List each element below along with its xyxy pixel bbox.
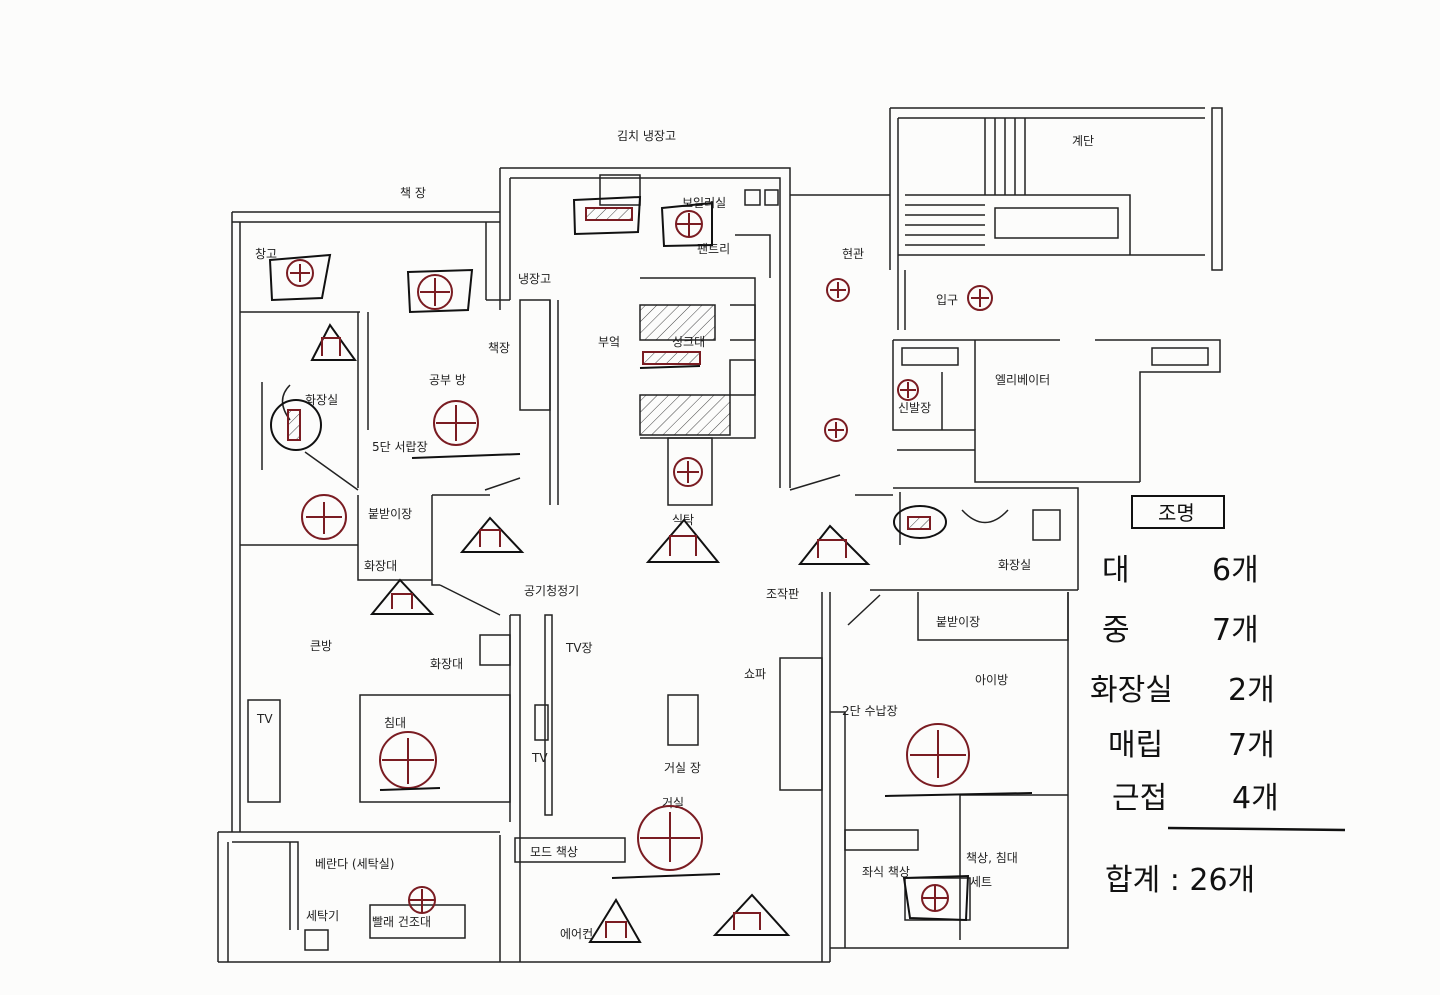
legend-row-count: 7개 — [1228, 728, 1275, 763]
label-cutting-board: 조작판 — [766, 587, 799, 601]
legend-row-label: 대 — [1102, 553, 1130, 588]
label-bookshelf-mid: 책장 — [488, 340, 510, 355]
label-sink: 싱크대 — [672, 335, 705, 349]
label-floor-desk: 좌식 책상 — [862, 864, 910, 879]
near-light-icon — [286, 259, 314, 287]
bathroom-light-icon — [642, 351, 701, 365]
large-light-icon — [433, 400, 479, 446]
legend-row-label: 근접 — [1112, 781, 1167, 816]
label-bed: 침대 — [384, 716, 406, 730]
legend-row-count: 4개 — [1232, 781, 1279, 816]
recessed-light-icon — [824, 418, 848, 442]
label-shoe-cabinet: 신발장 — [898, 401, 931, 415]
label-pantry: 팬트리 — [697, 242, 730, 256]
legend-row-count: 6개 — [1212, 553, 1259, 588]
medium-light-icon — [645, 518, 721, 563]
label-entrance: 입구 — [936, 293, 958, 307]
near-light-icon — [921, 884, 949, 912]
bathroom-light-icon — [572, 195, 642, 236]
label-bathroom-left: 화장실 — [305, 393, 338, 407]
label-vanity: 화장대 — [430, 657, 463, 671]
label-shelf-2: 2단 수납장 — [842, 704, 898, 718]
large-light-icon — [637, 805, 703, 871]
large-light-icon — [906, 723, 970, 787]
label-drying: 빨래 건조대 — [372, 915, 431, 929]
bathroom-light-icon — [270, 399, 322, 451]
walls — [217, 107, 1223, 963]
underline-strokes — [379, 365, 1033, 879]
label-bookshelf-top: 책 장 — [400, 185, 426, 200]
label-aircon: 에어컨 — [560, 927, 593, 941]
label-washer: 세탁기 — [306, 909, 339, 923]
label-entry-hall: 현관 — [842, 247, 864, 261]
legend-row-label: 매립 — [1108, 728, 1163, 763]
label-fridge: 냉장고 — [518, 272, 551, 286]
label-air-purifier: 공기청정기 — [524, 584, 579, 598]
bathroom-light-icon — [893, 505, 947, 539]
near-light-icon — [406, 268, 474, 314]
near-light-icon — [408, 886, 436, 914]
medium-light-icon — [310, 323, 357, 361]
room-labels: 김치 냉장고 보일러실 계단 책 장 창고 냉장고 현관 입구 책장 부엌 싱크… — [255, 129, 1094, 941]
legend-total: 합계 : 26개 — [1105, 863, 1255, 898]
recessed-light-icon — [673, 457, 703, 487]
label-set: 세트 — [970, 875, 992, 889]
large-light-icon — [301, 494, 347, 540]
legend-row-count: 2개 — [1228, 673, 1275, 708]
recessed-light-icon — [897, 379, 919, 401]
medium-light-icon — [459, 516, 525, 553]
near-light-icon — [902, 874, 970, 922]
legend: 조명 대 6개 중 7개 화장실 2개 매립 7개 근접 4개 합계 : 26개 — [1090, 495, 1346, 898]
label-tv-stand: TV장 — [565, 641, 593, 655]
near-light-icon — [268, 253, 332, 302]
label-vanity-top: 화장대 — [364, 559, 397, 573]
label-sofa: 쇼파 — [744, 667, 766, 681]
near-light-icon — [675, 210, 703, 238]
label-mode-desk: 모드 책상 — [530, 844, 578, 859]
medium-light-icon — [712, 893, 791, 936]
label-tv-mid: TV — [531, 751, 548, 765]
label-bathroom-right: 화장실 — [998, 558, 1031, 572]
recessed-light-icon — [826, 278, 850, 302]
label-living-cabinet: 거실 장 — [664, 761, 701, 775]
label-window-top: 창고 — [255, 247, 277, 261]
large-light-icon — [379, 731, 437, 789]
legend-row-count: 7개 — [1212, 613, 1259, 648]
label-study: 공부 방 — [429, 373, 466, 387]
label-shelf-5: 5단 서랍장 — [372, 440, 428, 454]
label-stairs: 계단 — [1072, 134, 1094, 148]
label-veranda: 베란다 (세탁실) — [315, 857, 394, 871]
label-closet-right: 붙받이장 — [936, 615, 980, 629]
recessed-light-icon — [967, 285, 993, 311]
legend-title: 조명 — [1158, 501, 1195, 525]
label-closet-left: 붙받이장 — [368, 507, 412, 521]
label-kimchi-fridge: 김치 냉장고 — [617, 129, 676, 143]
medium-light-icon — [369, 578, 435, 615]
medium-light-icon — [588, 898, 642, 943]
label-kids-room: 아이방 — [975, 673, 1008, 687]
legend-row-label: 화장실 — [1090, 673, 1173, 708]
legend-divider — [1167, 826, 1346, 832]
label-elevator: 엘리베이터 — [995, 373, 1050, 387]
medium-light-icon — [797, 524, 871, 565]
legend-row-label: 중 — [1102, 613, 1130, 648]
label-tv-left: TV — [256, 712, 273, 726]
label-desk-bed-set: 책상, 침대 — [966, 850, 1018, 865]
large-light-icon — [417, 274, 453, 310]
light-markers — [268, 195, 1033, 943]
near-light-icon — [660, 201, 713, 248]
legend-title-box — [1131, 495, 1225, 529]
label-kitchen: 부엌 — [598, 335, 620, 349]
label-master-room: 큰방 — [310, 639, 332, 653]
